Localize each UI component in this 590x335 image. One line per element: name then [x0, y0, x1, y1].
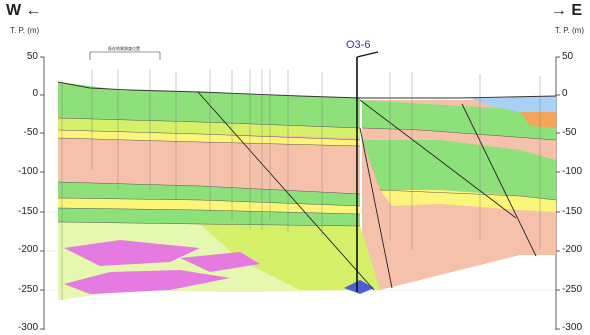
- right-tick-label: 0: [562, 88, 568, 99]
- left-tick-label: -200: [17, 244, 38, 255]
- west-direction-label: W ←: [6, 2, 42, 19]
- yellow-band-mid: [58, 198, 360, 214]
- left-tick-label: 0: [32, 88, 38, 99]
- east-blue-lens: [470, 96, 556, 112]
- left-tick-label: -50: [23, 127, 38, 138]
- left-elevation-axis: [40, 56, 45, 330]
- right-tick-label: 50: [562, 51, 574, 62]
- left-tick-label: -250: [17, 284, 38, 295]
- fault-lines: [197, 91, 537, 291]
- well-o3-6-flag: [356, 51, 379, 58]
- right-tick-label: -300: [562, 322, 583, 333]
- right-tick-label: -250: [562, 284, 583, 295]
- magenta-lens-2: [64, 270, 230, 294]
- right-tick-label: -50: [562, 127, 577, 138]
- left-tick-label: -300: [17, 322, 38, 333]
- east-orange-lens: [520, 108, 556, 128]
- green-band-mid-2: [58, 208, 360, 226]
- east-direction-label: → E: [550, 2, 582, 19]
- right-elevation-axis: [555, 56, 560, 330]
- right-tick-label: -100: [562, 166, 583, 177]
- east-green-wedge: [362, 140, 556, 200]
- left-tick-label: -100: [17, 166, 38, 177]
- left-tick-label: -150: [17, 206, 38, 217]
- magenta-lens-3: [180, 252, 260, 272]
- survey-bracket: [89, 51, 161, 60]
- well-base-blue: [344, 280, 374, 294]
- borehole-lines: [61, 70, 541, 300]
- right-tick-label: -150: [562, 206, 583, 217]
- green-unit-upper-east: [362, 100, 556, 140]
- yellow-green-band-1: [58, 118, 360, 138]
- right-tick-label: -200: [562, 244, 583, 255]
- magenta-lens-1: [64, 240, 200, 266]
- stratum-lines: [57, 117, 557, 227]
- well-o3-6-label: O3-6: [346, 39, 370, 51]
- survey-bracket-note: 既存地質調査位置: [108, 45, 140, 51]
- left-tick-label: 50: [26, 51, 38, 62]
- elevation-unit-left: T. P. (m): [10, 26, 40, 35]
- elevation-unit-right: T. P. (m): [554, 26, 584, 35]
- green-band-mid-1: [58, 182, 360, 206]
- yellow-green-wedge: [200, 224, 380, 290]
- yellow-band-1: [58, 130, 360, 146]
